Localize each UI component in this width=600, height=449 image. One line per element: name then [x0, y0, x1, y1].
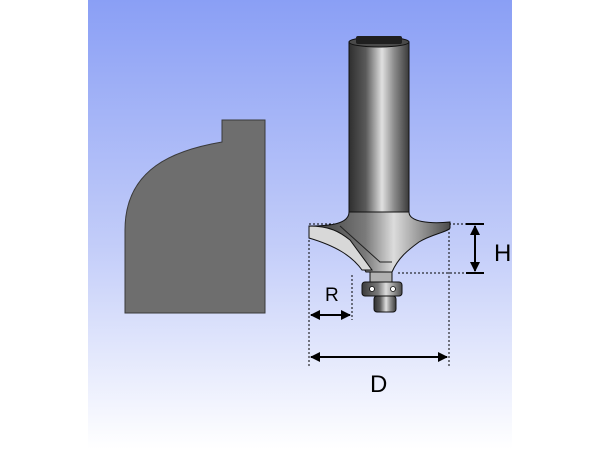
- profile-shape: [124, 119, 266, 314]
- cutter-edge-line: [339, 225, 392, 263]
- height-label: H: [494, 240, 511, 267]
- bearing-lower: [373, 295, 397, 313]
- bearing: [361, 281, 403, 297]
- cutter-blade: [308, 225, 373, 271]
- diameter-label: D: [370, 371, 387, 398]
- shank: [348, 41, 410, 225]
- bearing-screw-left: [369, 286, 375, 292]
- bearing-screw-right: [390, 286, 396, 292]
- shank-top-ring: [356, 36, 402, 44]
- radius-label: R: [325, 285, 339, 306]
- bearing-collar: [369, 271, 393, 283]
